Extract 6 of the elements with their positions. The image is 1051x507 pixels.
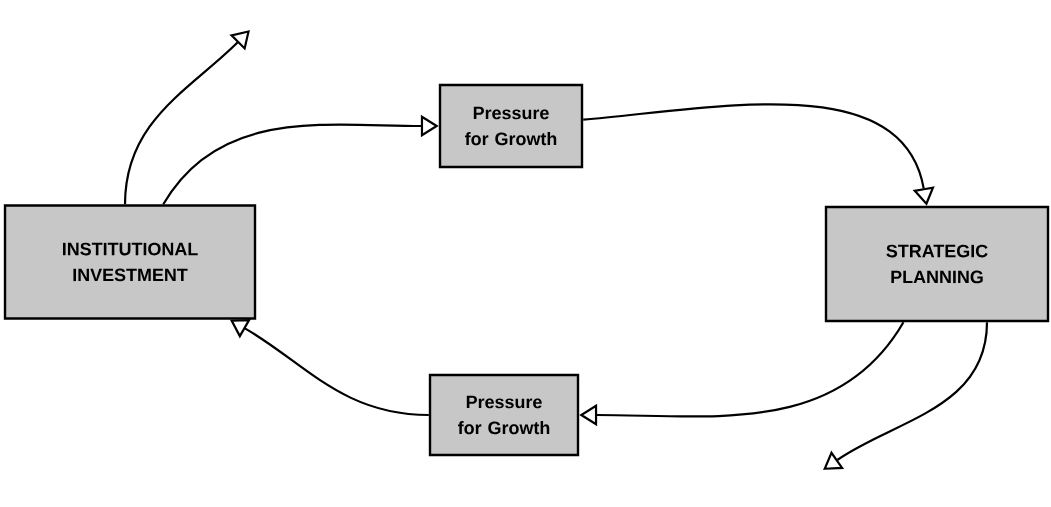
process-box: STRATEGIC PLANNING bbox=[824, 205, 1050, 323]
arrow bbox=[123, 30, 250, 205]
process-box: INSTITUTIONAL INVESTMENT bbox=[3, 204, 257, 320]
process-box: Pressure for Growth bbox=[438, 83, 584, 169]
process-box: Pressure for Growth bbox=[428, 373, 580, 457]
arrow bbox=[823, 322, 989, 470]
